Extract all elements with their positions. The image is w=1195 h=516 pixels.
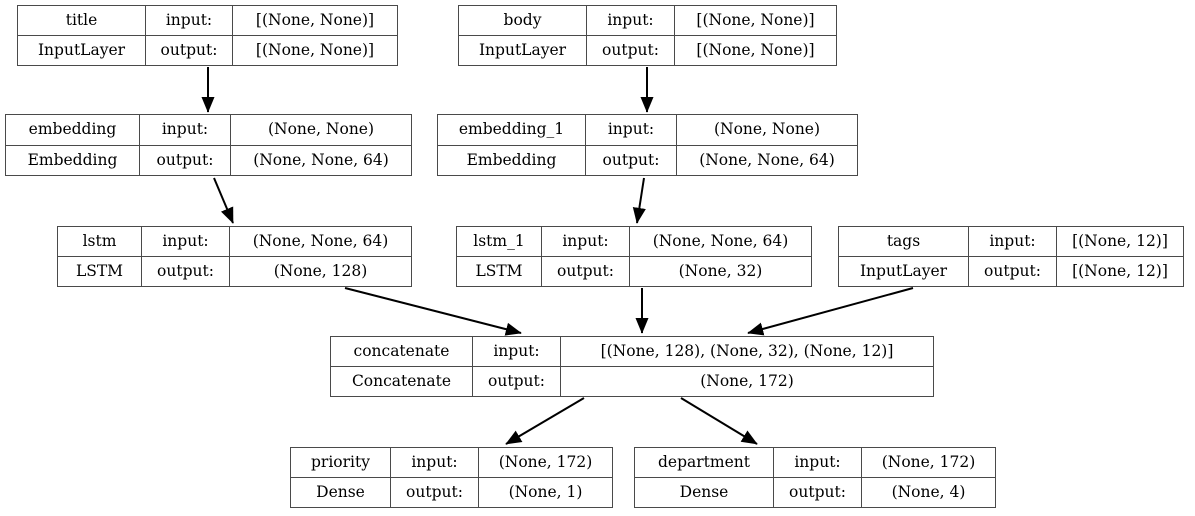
node-lstm-input-row: lstm input: (None, None, 64) — [58, 227, 411, 257]
node-lstm-1-output-label: output: — [542, 257, 630, 286]
edge-lstm-to-concatenate — [344, 287, 522, 336]
node-lstm-class: LSTM — [58, 257, 142, 286]
node-title[interactable]: title input: [(None, None)] InputLayer o… — [17, 5, 398, 66]
node-lstm-output-row: LSTM output: (None, 128) — [58, 257, 411, 286]
node-embedding[interactable]: embedding input: (None, None) Embedding … — [5, 114, 412, 176]
node-body-input-label: input: — [587, 6, 675, 35]
node-priority-output-shape: (None, 1) — [508, 482, 583, 501]
node-priority-class: Dense — [291, 478, 391, 507]
node-lstm-1-output-shape: (None, 32) — [678, 261, 763, 280]
node-concatenate-class: Concatenate — [331, 367, 473, 396]
node-embedding-1[interactable]: embedding_1 input: (None, None) Embeddin… — [437, 114, 858, 176]
node-body-output-row: InputLayer output: [(None, None)] — [459, 36, 836, 65]
node-priority-input-label: input: — [391, 448, 479, 477]
node-title-input-label: input: — [146, 6, 233, 35]
node-embedding-1-input-row: embedding_1 input: (None, None) — [438, 115, 857, 146]
node-embedding-1-output-shape: (None, None, 64) — [699, 150, 835, 169]
node-concatenate-name: concatenate — [331, 337, 473, 366]
node-embedding-1-output-label: output: — [586, 145, 677, 175]
node-tags-input-label: input: — [969, 227, 1057, 256]
node-lstm-1-input-shape: (None, None, 64) — [652, 231, 789, 250]
node-embedding-input-row: embedding input: (None, None) — [6, 115, 411, 146]
node-concatenate-input-row: concatenate input: [(None, 128), (None, … — [331, 337, 933, 367]
node-lstm-input-label: input: — [142, 227, 230, 256]
node-concatenate-output-label: output: — [473, 367, 561, 396]
node-priority-output-row: Dense output: (None, 1) — [291, 478, 612, 507]
node-tags-output-shape: [(None, 12)] — [1072, 261, 1168, 280]
node-embedding-1-input-label: input: — [586, 115, 677, 145]
node-body-output-shape: [(None, None)] — [696, 40, 815, 59]
node-title-output-shape: [(None, None)] — [255, 40, 375, 59]
node-embedding-input-label: input: — [140, 115, 231, 145]
node-department-output-label: output: — [774, 478, 862, 507]
node-priority-name: priority — [291, 448, 391, 477]
node-tags-input-shape: [(None, 12)] — [1072, 231, 1168, 250]
node-tags-input-row: tags input: [(None, 12)] — [839, 227, 1183, 257]
node-body-class: InputLayer — [459, 36, 587, 65]
node-lstm-input-shape: (None, None, 64) — [252, 231, 389, 250]
node-body-name: body — [459, 6, 587, 35]
node-department-class: Dense — [635, 478, 774, 507]
node-concatenate-output-row: Concatenate output: (None, 172) — [331, 367, 933, 396]
node-priority[interactable]: priority input: (None, 172) Dense output… — [290, 447, 613, 508]
node-lstm[interactable]: lstm input: (None, None, 64) LSTM output… — [57, 226, 412, 287]
node-embedding-1-output-row: Embedding output: (None, None, 64) — [438, 145, 857, 175]
node-department[interactable]: department input: (None, 172) Dense outp… — [634, 447, 996, 508]
node-department-input-label: input: — [774, 448, 862, 477]
node-body-output-label: output: — [587, 36, 675, 65]
node-lstm-output-shape: (None, 128) — [273, 261, 368, 280]
node-lstm-1-class: LSTM — [457, 257, 542, 286]
node-department-input-shape: (None, 172) — [881, 452, 976, 471]
node-department-output-shape: (None, 4) — [891, 482, 966, 501]
node-tags-name: tags — [839, 227, 969, 256]
node-title-input-shape: [(None, None)] — [255, 10, 375, 29]
node-embedding-output-label: output: — [140, 145, 231, 175]
node-priority-output-label: output: — [391, 478, 479, 507]
node-embedding-name: embedding — [6, 115, 140, 145]
node-lstm-1-input-label: input: — [542, 227, 630, 256]
node-tags-class: InputLayer — [839, 257, 969, 286]
node-title-output-label: output: — [146, 36, 233, 65]
node-priority-input-row: priority input: (None, 172) — [291, 448, 612, 478]
node-embedding-1-class: Embedding — [438, 145, 586, 175]
node-tags-output-label: output: — [969, 257, 1057, 286]
node-concatenate-output-shape: (None, 172) — [700, 371, 794, 390]
node-department-output-row: Dense output: (None, 4) — [635, 478, 995, 507]
node-embedding-class: Embedding — [6, 145, 140, 175]
node-lstm-name: lstm — [58, 227, 142, 256]
edge-concatenate-to-department — [680, 397, 758, 445]
node-lstm-1[interactable]: lstm_1 input: (None, None, 64) LSTM outp… — [456, 226, 812, 287]
node-lstm-1-output-row: LSTM output: (None, 32) — [457, 257, 811, 286]
node-title-output-row: InputLayer output: [(None, None)] — [18, 36, 397, 65]
edge-embedding-1-to-lstm-1 — [632, 177, 646, 224]
node-priority-input-shape: (None, 172) — [498, 452, 593, 471]
node-title-input-row: title input: [(None, None)] — [18, 6, 397, 36]
node-embedding-output-row: Embedding output: (None, None, 64) — [6, 145, 411, 175]
node-department-name: department — [635, 448, 774, 477]
node-lstm-1-input-row: lstm_1 input: (None, None, 64) — [457, 227, 811, 257]
node-lstm-1-name: lstm_1 — [457, 227, 542, 256]
node-concatenate[interactable]: concatenate input: [(None, 128), (None, … — [330, 336, 934, 397]
node-concatenate-input-shape: [(None, 128), (None, 32), (None, 12)] — [600, 341, 894, 360]
node-embedding-1-name: embedding_1 — [438, 115, 586, 145]
edge-embedding-to-lstm — [213, 177, 234, 224]
node-concatenate-input-label: input: — [473, 337, 561, 366]
edge-tags-to-concatenate — [747, 287, 914, 336]
node-tags-output-row: InputLayer output: [(None, 12)] — [839, 257, 1183, 286]
node-embedding-1-input-shape: (None, None) — [713, 120, 821, 138]
node-tags[interactable]: tags input: [(None, 12)] InputLayer outp… — [838, 226, 1184, 287]
node-embedding-output-shape: (None, None, 64) — [253, 150, 389, 169]
node-department-input-row: department input: (None, 172) — [635, 448, 995, 478]
edge-concatenate-to-priority — [505, 397, 585, 445]
node-lstm-output-label: output: — [142, 257, 230, 286]
node-title-class: InputLayer — [18, 36, 146, 65]
node-embedding-input-shape: (None, None) — [267, 120, 375, 138]
node-body[interactable]: body input: [(None, None)] InputLayer ou… — [458, 5, 837, 66]
node-body-input-shape: [(None, None)] — [696, 10, 815, 29]
node-body-input-row: body input: [(None, None)] — [459, 6, 836, 36]
node-title-name: title — [18, 6, 146, 35]
